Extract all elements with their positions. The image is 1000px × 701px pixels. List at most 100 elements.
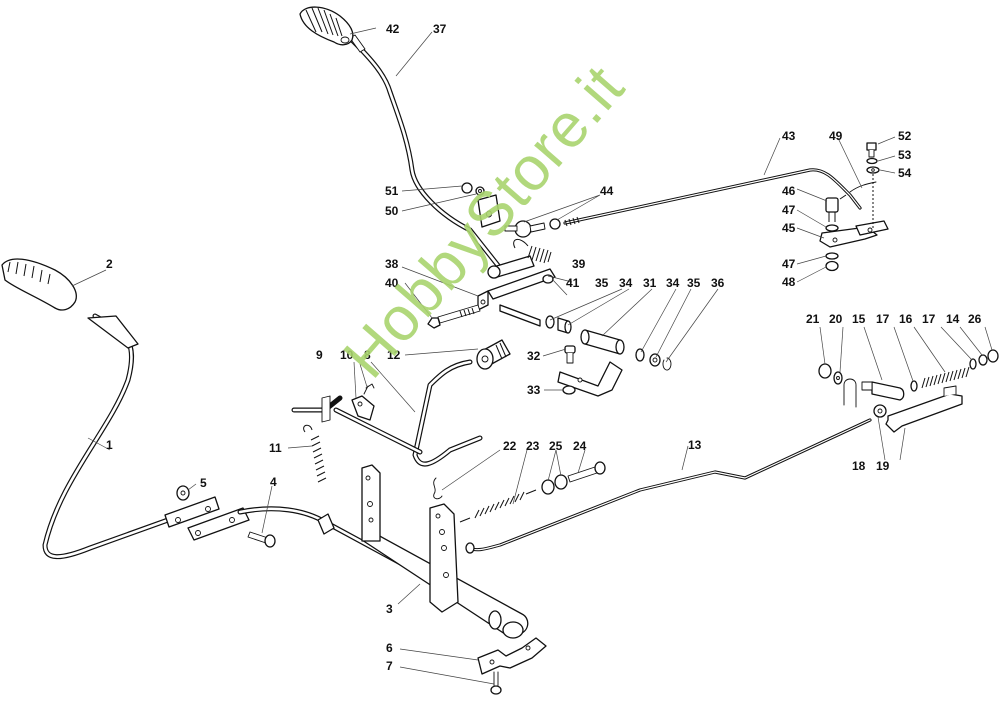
bushing-34-left	[557, 317, 572, 334]
callout-46: 46	[782, 184, 796, 198]
cross-shaft-3	[187, 506, 529, 639]
callout-35-left: 35	[595, 276, 609, 290]
bolt-4	[247, 531, 276, 548]
pedal-flat-bar	[164, 496, 220, 528]
callout-48: 48	[782, 275, 796, 289]
circlip-36	[662, 357, 672, 371]
screw-10	[363, 383, 375, 395]
washer-53	[866, 157, 878, 165]
nut-48	[825, 260, 839, 272]
nuts-25	[541, 474, 568, 495]
washer-47-lower	[825, 252, 839, 260]
lever-knob-42	[299, 6, 354, 46]
callout-22: 22	[503, 439, 517, 453]
washer-20	[833, 371, 843, 385]
callout-44: 44	[600, 184, 614, 198]
callout-47-upper: 47	[782, 203, 796, 217]
callout-16: 16	[899, 312, 913, 326]
lever-spring-39	[513, 239, 552, 264]
washer-17-right	[969, 358, 977, 370]
callout-labels: 42 37 51 50 44 38 40 39 41 35 34 31 34 3…	[106, 22, 982, 673]
shaft-bushing-assembly	[499, 304, 672, 397]
rod-43	[563, 168, 862, 227]
callout-6: 6	[386, 641, 393, 655]
bracket-tab	[843, 378, 857, 408]
nut-21	[818, 363, 832, 379]
callout-25: 25	[549, 439, 563, 453]
callout-32: 32	[527, 349, 541, 363]
washer-47-upper	[825, 224, 839, 232]
pedal-pad-2	[1, 258, 77, 311]
callout-35-right: 35	[687, 276, 701, 290]
callout-26: 26	[968, 312, 982, 326]
nut-26	[987, 349, 999, 363]
callout-38: 38	[385, 257, 399, 271]
nut-41	[542, 274, 554, 284]
callout-53: 53	[898, 148, 912, 162]
nut-33	[562, 385, 576, 395]
callout-2: 2	[106, 257, 113, 271]
callout-19: 19	[876, 459, 890, 473]
nut-51	[461, 182, 473, 194]
fork-19	[885, 385, 963, 433]
washer-50	[475, 186, 485, 196]
washer-35-right	[649, 353, 661, 367]
spring-11	[303, 424, 327, 483]
callout-13: 13	[688, 438, 702, 452]
callout-21: 21	[806, 312, 820, 326]
callout-18: 18	[852, 459, 866, 473]
callout-17-left: 17	[876, 312, 890, 326]
callout-7: 7	[386, 659, 393, 673]
shaft-with-arm	[291, 395, 423, 455]
callout-50: 50	[385, 204, 399, 218]
callout-33: 33	[527, 383, 541, 397]
callout-8: 8	[364, 348, 371, 362]
callout-41: 41	[566, 276, 580, 290]
callout-39: 39	[572, 257, 586, 271]
rod-13	[465, 418, 872, 554]
callout-42: 42	[386, 22, 400, 36]
sleeve-31	[580, 329, 625, 355]
callout-36: 36	[711, 276, 725, 290]
bushing-34-right	[635, 348, 645, 362]
callout-49: 49	[829, 129, 843, 143]
callout-1: 1	[106, 438, 113, 452]
plate-9	[351, 395, 375, 421]
lever-pivot-assembly	[461, 182, 561, 279]
callout-10: 10	[340, 348, 354, 362]
callout-12: 12	[387, 348, 401, 362]
gear-lever-37	[349, 34, 503, 271]
callout-51: 51	[385, 184, 399, 198]
pedal-arm-1	[42, 313, 171, 560]
linkage-plate-45	[819, 220, 889, 248]
washer-18	[873, 404, 887, 418]
leader-lines	[71, 27, 993, 685]
callout-20: 20	[829, 312, 843, 326]
callout-24: 24	[573, 439, 587, 453]
spring-16	[921, 366, 970, 389]
callout-31: 31	[643, 276, 657, 290]
bolt-52	[866, 142, 877, 158]
callout-4: 4	[270, 475, 277, 489]
vertical-lever-plate-left	[361, 464, 381, 542]
r-clip-49	[839, 181, 877, 200]
callout-5: 5	[200, 476, 207, 490]
callout-17-right: 17	[922, 312, 936, 326]
callout-9: 9	[316, 348, 323, 362]
bolt-24	[567, 461, 606, 483]
lever-8	[412, 359, 483, 467]
washer-35-left	[545, 315, 555, 329]
bolt-32	[564, 345, 576, 364]
ball-joint-44	[504, 218, 561, 238]
plate-6	[477, 637, 547, 675]
nut-5	[176, 485, 190, 501]
callout-34-left: 34	[619, 276, 633, 290]
callout-43: 43	[782, 129, 796, 143]
callout-45: 45	[782, 221, 796, 235]
washer-17-left	[910, 380, 918, 392]
callout-37: 37	[433, 22, 447, 36]
clip-22	[433, 477, 443, 500]
callout-3: 3	[386, 602, 393, 616]
